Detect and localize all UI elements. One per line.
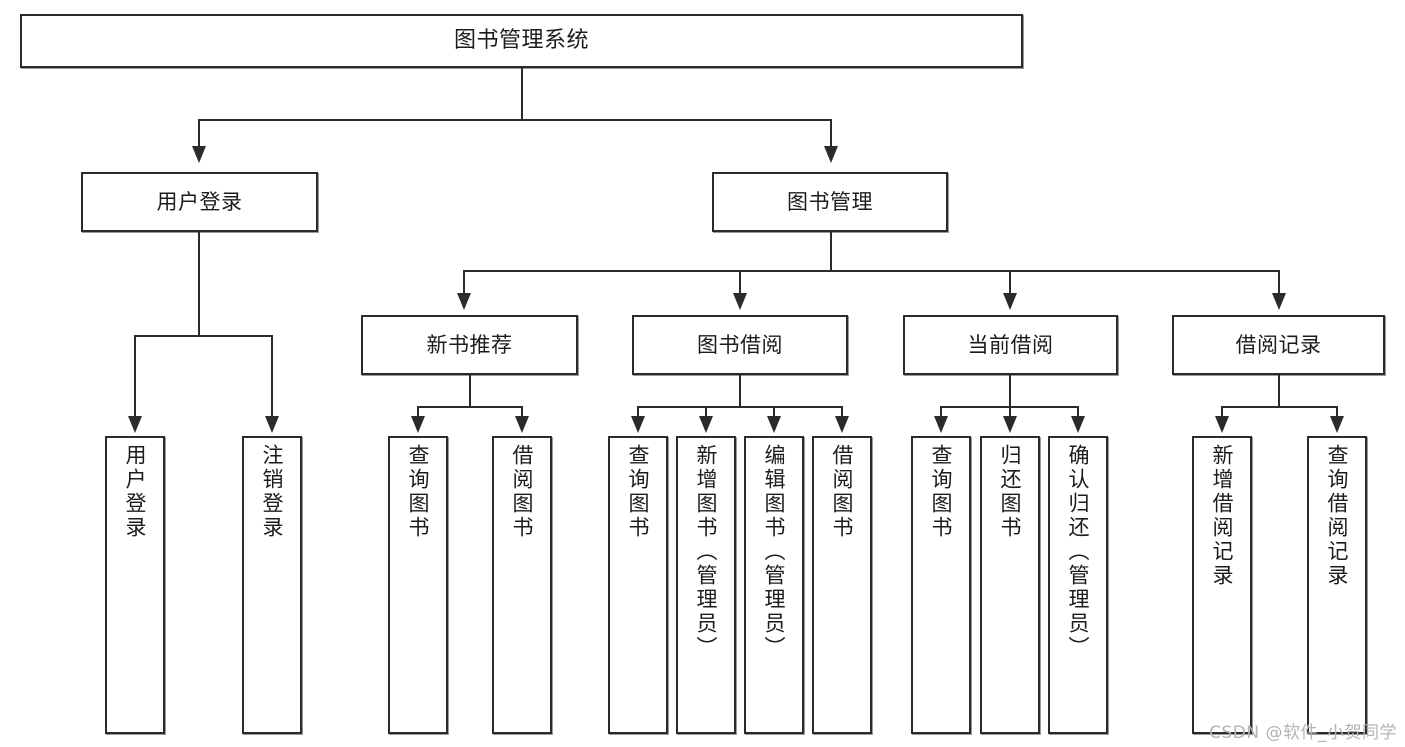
connector-user-login-bar — [134, 335, 272, 337]
node-book-borrow[interactable]: 图书借阅 — [632, 315, 848, 375]
arrow-icon-book-borrow-leaf-4 — [835, 416, 849, 433]
arrow-icon-book-borrow-leaf-2 — [699, 416, 713, 433]
node-label: 图书借阅 — [697, 332, 783, 357]
node-label: 归还图书 — [998, 444, 1023, 540]
connector-current-borrow-drop-2 — [1009, 406, 1011, 417]
connector-user-login-stem — [198, 232, 200, 336]
arrow-icon-new-book-leaf-1 — [411, 416, 425, 433]
arrow-icon-to-user-login — [192, 146, 206, 163]
node-leaf-book-borrow-borrow[interactable]: 借阅图书 — [812, 436, 872, 734]
connector-new-book-bar — [417, 406, 522, 408]
node-label: 新书推荐 — [426, 332, 513, 357]
arrow-icon-user-login-leaf-2 — [265, 416, 279, 433]
connector-borrow-record-drop-1 — [1221, 406, 1223, 417]
connector-new-book-drop-1 — [417, 406, 419, 417]
connector-level3-drop-4 — [1278, 270, 1280, 294]
node-leaf-book-borrow-add[interactable]: 新增图书（管理员） — [676, 436, 736, 734]
arrow-icon-current-borrow-leaf-1 — [934, 416, 948, 433]
node-leaf-borrow-record-add[interactable]: 新增借阅记录 — [1192, 436, 1252, 734]
csdn-watermark: CSDN @软件_小贺同学 — [1209, 723, 1397, 743]
connector-borrow-record-stem — [1278, 375, 1280, 407]
node-label: 用户登录 — [156, 189, 243, 214]
node-current-borrow[interactable]: 当前借阅 — [903, 315, 1118, 375]
node-user-login[interactable]: 用户登录 — [81, 172, 318, 232]
node-label: 图书管理系统 — [453, 28, 589, 54]
arrow-icon-borrow-record-leaf-2 — [1330, 416, 1344, 433]
node-label: 用户登录 — [123, 444, 148, 540]
node-label: 查询图书 — [929, 444, 954, 540]
arrow-icon-new-book-leaf-2 — [515, 416, 529, 433]
arrow-icon-to-new-book-recommend — [457, 293, 471, 310]
node-label: 查询图书 — [626, 444, 651, 540]
connector-new-book-stem — [469, 375, 471, 407]
node-leaf-current-borrow-confirm[interactable]: 确认归还（管理员） — [1048, 436, 1108, 734]
node-new-book-recommend[interactable]: 新书推荐 — [361, 315, 578, 375]
connector-current-borrow-stem — [1009, 375, 1011, 407]
arrow-icon-to-book-borrow — [733, 293, 747, 310]
connector-level2-drop-left — [198, 119, 200, 147]
arrow-icon-to-current-borrow — [1003, 293, 1017, 310]
node-label: 确认归还（管理员） — [1066, 444, 1091, 660]
node-leaf-book-borrow-query[interactable]: 查询图书 — [608, 436, 668, 734]
connector-book-borrow-drop-2 — [705, 406, 707, 417]
node-leaf-book-borrow-edit[interactable]: 编辑图书（管理员） — [744, 436, 804, 734]
connector-level3-drop-3 — [1009, 270, 1011, 294]
node-leaf-user-login-login[interactable]: 用户登录 — [105, 436, 165, 734]
arrow-icon-borrow-record-leaf-1 — [1215, 416, 1229, 433]
arrow-icon-book-borrow-leaf-1 — [631, 416, 645, 433]
node-label: 查询图书 — [406, 444, 431, 540]
node-label: 注销登录 — [260, 444, 285, 540]
node-label: 新增借阅记录 — [1210, 444, 1235, 588]
node-book-management[interactable]: 图书管理 — [712, 172, 948, 232]
arrow-icon-to-borrow-record — [1272, 293, 1286, 310]
node-leaf-new-book-query[interactable]: 查询图书 — [388, 436, 448, 734]
connector-current-borrow-drop-3 — [1077, 406, 1079, 417]
connector-new-book-drop-2 — [521, 406, 523, 417]
node-root-system[interactable]: 图书管理系统 — [20, 14, 1023, 68]
arrow-icon-user-login-leaf-1 — [128, 416, 142, 433]
connector-level3-drop-1 — [463, 270, 465, 294]
node-leaf-current-borrow-return[interactable]: 归还图书 — [980, 436, 1040, 734]
connector-book-borrow-drop-3 — [773, 406, 775, 417]
node-label: 借阅图书 — [510, 444, 535, 540]
node-label: 新增图书（管理员） — [694, 444, 719, 660]
node-leaf-new-book-borrow[interactable]: 借阅图书 — [492, 436, 552, 734]
node-label: 查询借阅记录 — [1325, 444, 1350, 588]
connector-user-login-drop-2 — [271, 335, 273, 417]
arrow-icon-current-borrow-leaf-2 — [1003, 416, 1017, 433]
arrow-icon-current-borrow-leaf-3 — [1071, 416, 1085, 433]
connector-current-borrow-drop-1 — [940, 406, 942, 417]
node-label: 借阅记录 — [1235, 332, 1322, 357]
connector-book-borrow-drop-1 — [637, 406, 639, 417]
connector-level2-bar — [198, 119, 832, 121]
node-label: 编辑图书（管理员） — [762, 444, 787, 660]
connector-book-borrow-stem — [739, 375, 741, 407]
connector-borrow-record-bar — [1221, 406, 1337, 408]
arrow-icon-to-book-management — [824, 146, 838, 163]
node-label: 借阅图书 — [830, 444, 855, 540]
connector-level3-drop-2 — [739, 270, 741, 294]
arrow-icon-book-borrow-leaf-3 — [767, 416, 781, 433]
node-label: 当前借阅 — [967, 332, 1054, 357]
connector-user-login-drop-1 — [134, 335, 136, 417]
connector-level3-bar — [463, 270, 1280, 272]
node-borrow-record[interactable]: 借阅记录 — [1172, 315, 1385, 375]
connector-book-borrow-drop-4 — [841, 406, 843, 417]
connector-root-stem — [521, 68, 523, 120]
connector-level2-drop-right — [830, 119, 832, 147]
connector-borrow-record-drop-2 — [1336, 406, 1338, 417]
connector-book-management-stem — [830, 232, 832, 272]
node-leaf-borrow-record-query[interactable]: 查询借阅记录 — [1307, 436, 1367, 734]
node-leaf-current-borrow-query[interactable]: 查询图书 — [911, 436, 971, 734]
connector-book-borrow-bar — [637, 406, 842, 408]
node-leaf-user-login-logout[interactable]: 注销登录 — [242, 436, 302, 734]
node-label: 图书管理 — [787, 189, 873, 214]
